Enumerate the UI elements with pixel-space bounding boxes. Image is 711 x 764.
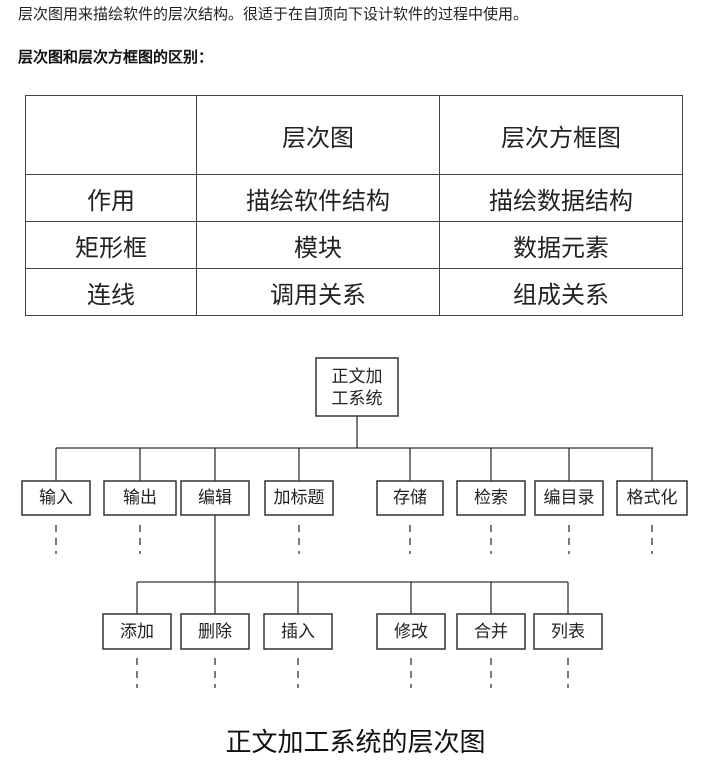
table-header-cell [25, 95, 197, 175]
root-module-label-line2: 工系统 [332, 389, 383, 409]
module-box [616, 480, 688, 516]
submodule-box [263, 613, 333, 650]
module-label: 输入 [39, 488, 73, 508]
root-module-box [315, 357, 399, 417]
submodule-label: 列表 [551, 622, 585, 642]
table-header-cell: 层次方框图 [439, 95, 683, 175]
module-box [456, 480, 526, 516]
module-box [21, 480, 91, 516]
table-cell: 描绘软件结构 [196, 174, 440, 222]
submodule-label: 插入 [281, 622, 315, 642]
module-box [376, 480, 444, 516]
submodule-box [180, 613, 250, 650]
table-header-row: 层次图 层次方框图 [25, 95, 683, 175]
table-row-label: 连线 [25, 268, 197, 316]
module-box [103, 480, 177, 516]
module-label: 加标题 [274, 488, 325, 508]
table-row: 作用 描绘软件结构 描绘数据结构 [25, 174, 683, 222]
module-box [180, 480, 250, 516]
submodule-label: 修改 [394, 622, 428, 642]
table-row: 矩形框 模块 数据元素 [25, 221, 683, 269]
submodule-label: 添加 [120, 622, 154, 642]
submodule-label: 删除 [198, 622, 232, 642]
submodule-box [456, 613, 526, 650]
table-cell: 模块 [196, 221, 440, 269]
table-cell: 描绘数据结构 [439, 174, 683, 222]
table-cell: 组成关系 [439, 268, 683, 316]
module-label: 输出 [123, 488, 157, 508]
table-cell: 数据元素 [439, 221, 683, 269]
hierarchy-diagram: 正文加 工系统 输入 输出 编辑 加标题 存储 检索 编目录 格式化 添加 删除 插入 修改 合并 列表 [21, 357, 688, 688]
table-row-label: 作用 [25, 174, 197, 222]
module-box [534, 480, 604, 516]
intro-paragraph: 层次图用来描绘软件的层次结构。很适于在自顶向下设计软件的过程中使用。 [18, 5, 529, 23]
root-module-label-line1: 正文加 [332, 367, 383, 387]
table-cell: 调用关系 [196, 268, 440, 316]
submodule-label: 合并 [474, 622, 508, 642]
table-header-cell: 层次图 [196, 95, 440, 175]
submodule-box [376, 613, 446, 650]
comparison-table: 层次图 层次方框图 作用 描绘软件结构 描绘数据结构 矩形框 模块 数据元素 连… [25, 95, 683, 316]
table-row-label: 矩形框 [25, 221, 197, 269]
module-label: 检索 [474, 488, 508, 508]
submodule-box [102, 613, 172, 650]
section-subheading: 层次图和层次方框图的区别： [18, 48, 214, 66]
table-row: 连线 调用关系 组成关系 [25, 268, 683, 316]
module-label: 格式化 [627, 488, 678, 508]
module-label: 存储 [393, 488, 427, 508]
module-label: 编目录 [544, 488, 595, 508]
module-label: 编辑 [198, 488, 232, 508]
diagram-caption: 正文加工系统的层次图 [225, 728, 486, 758]
module-box [264, 480, 334, 516]
submodule-box [533, 613, 603, 650]
